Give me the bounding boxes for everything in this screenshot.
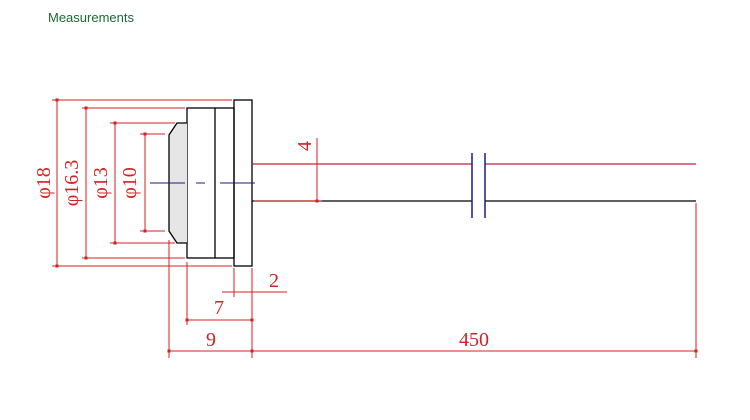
dimension-lines bbox=[52, 98, 698, 358]
page-title: Measurements bbox=[48, 10, 134, 25]
dim-lens-diameter: φ13 bbox=[90, 167, 112, 199]
break-symbol bbox=[471, 153, 486, 218]
dim-body-diameter: φ16.3 bbox=[61, 160, 83, 207]
dim-shaft-width: 4 bbox=[294, 141, 316, 151]
dim-flange-thickness: 2 bbox=[269, 270, 279, 292]
dim-body-length: 7 bbox=[214, 297, 224, 319]
dim-aperture-diameter: φ10 bbox=[119, 167, 141, 199]
dim-head-length: 9 bbox=[206, 329, 216, 351]
dim-shaft-length: 450 bbox=[459, 329, 489, 351]
dim-outer-diameter: φ18 bbox=[33, 167, 55, 199]
